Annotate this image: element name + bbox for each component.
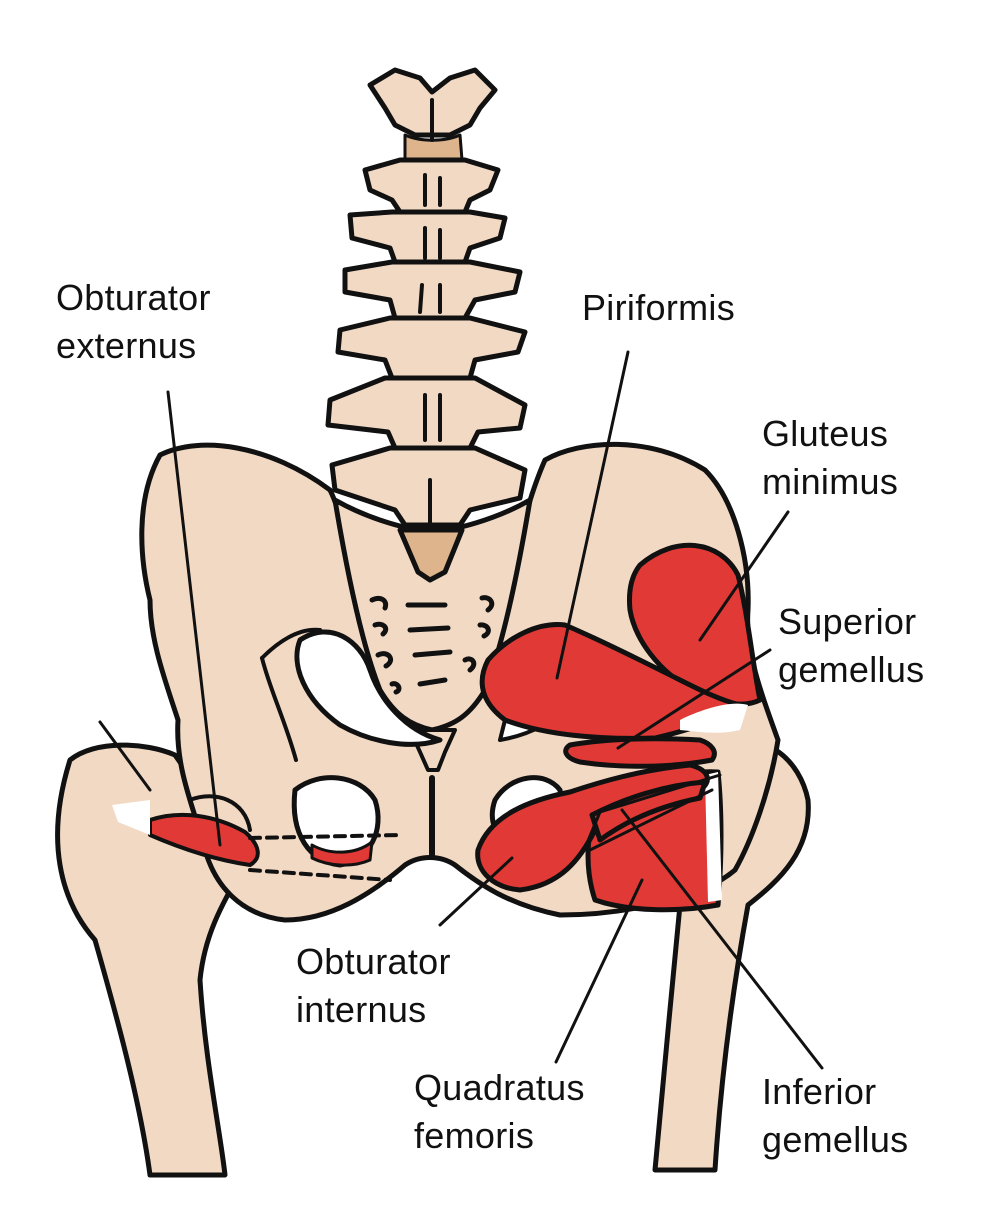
obturator-externus-muscle [148, 812, 260, 867]
label-inferior-gemellus-line1: Inferior [762, 1071, 877, 1112]
spinal-canal-marks [418, 98, 442, 527]
pelvic-brim-curve [260, 656, 298, 762]
label-inferior-gemellus-line2: gemellus [762, 1119, 909, 1160]
label-superior-gemellus-line2: gemellus [778, 649, 925, 690]
label-superior-gemellus: Superior gemellus [778, 598, 924, 694]
leader-gluteus-minimus [698, 510, 790, 642]
label-piriformis-line1: Piriformis [582, 287, 735, 328]
piriformis-tendon-white [680, 703, 748, 733]
quadratus-white-strip [705, 772, 722, 902]
leader-piriformis [555, 350, 630, 680]
label-superior-gemellus-line1: Superior [778, 601, 917, 642]
leader-inferior-gemellus [620, 808, 824, 1070]
left-acetabulum [188, 794, 252, 832]
label-gluteus-minimus-line1: Gluteus [762, 413, 889, 454]
sacral-foramina [369, 595, 495, 695]
leader-lines [166, 350, 824, 1070]
label-obturator-internus-line2: internus [296, 989, 427, 1030]
inferior-gemellus-tendon [583, 773, 722, 852]
leader-obturator-externus [166, 390, 222, 847]
leader-superior-gemellus [616, 648, 772, 750]
label-gluteus-minimus: Gluteus minimus [762, 410, 898, 506]
leader-obturator-internus [438, 856, 514, 927]
pelvic-brim-line [260, 627, 322, 660]
lumbar-spine [325, 67, 528, 583]
label-obturator-externus: Obturator externus [56, 274, 211, 370]
superior-gemellus-muscle [563, 736, 717, 769]
right-femur [652, 738, 811, 1173]
label-obturator-externus-line2: externus [56, 325, 197, 366]
label-piriformis: Piriformis [582, 284, 735, 332]
label-gluteus-minimus-line2: minimus [762, 461, 899, 502]
label-obturator-externus-line1: Obturator [56, 277, 211, 318]
label-quadratus-femoris: Quadratus femoris [414, 1064, 585, 1160]
obturator-externus-white [112, 800, 150, 835]
label-quadratus-femoris-line2: femoris [414, 1115, 535, 1156]
gluteus-minimus-muscle [627, 542, 763, 707]
label-obturator-internus-line1: Obturator [296, 941, 451, 982]
label-quadratus-femoris-line1: Quadratus [414, 1067, 585, 1108]
label-inferior-gemellus: Inferior gemellus [762, 1068, 908, 1164]
inferior-gemellus-muscle [589, 779, 708, 843]
pelvic-inlet-left [294, 629, 443, 747]
left-external-leader [98, 720, 152, 792]
left-obturator-red-fill [310, 840, 374, 867]
leader-quadratus-femoris [554, 878, 644, 1064]
label-obturator-internus: Obturator internus [296, 938, 451, 1034]
obturator-externus-dashes [248, 833, 402, 882]
